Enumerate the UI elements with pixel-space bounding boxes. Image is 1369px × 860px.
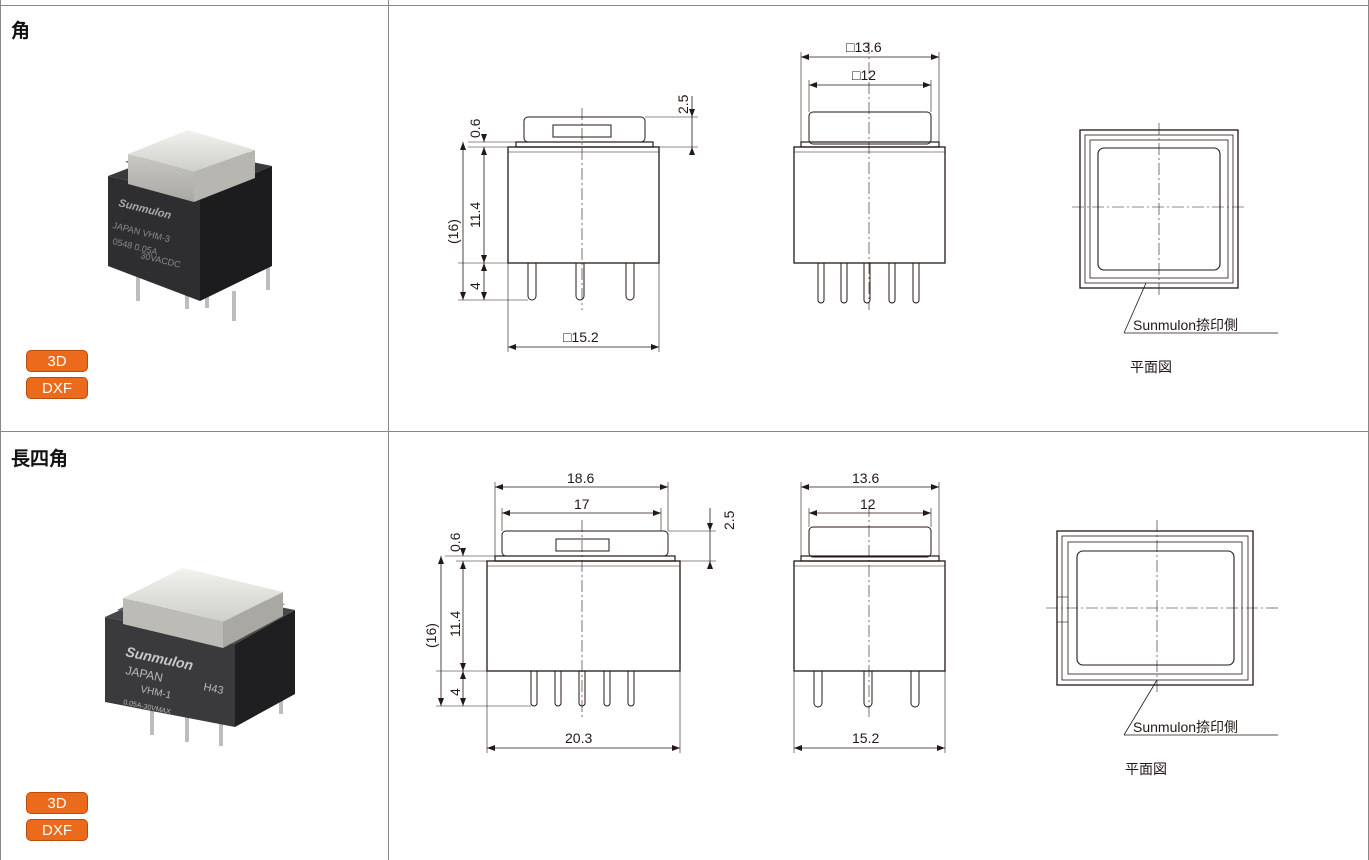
side-view-rectangle	[793, 482, 946, 753]
dim-label: 15.2	[852, 730, 879, 746]
dim-label: (16)	[423, 623, 439, 648]
svg-text:H43: H43	[202, 681, 224, 697]
plan-view-label: 平面図	[1125, 761, 1167, 777]
dxf-button[interactable]: DXF	[26, 819, 88, 841]
dim-label: 4	[467, 282, 483, 290]
dim-label: 0.6	[467, 118, 483, 138]
dim-label: □12	[852, 67, 876, 83]
product-photo-rectangle: Sunmulon JAPAN H43 VHM-1 0.05A-30VMAX	[105, 568, 295, 746]
dim-label: 11.4	[447, 611, 463, 637]
dim-label: 2.5	[675, 94, 691, 114]
front-view-square	[458, 96, 698, 352]
front-view-rectangle	[436, 482, 716, 753]
plan-view-square	[1072, 123, 1278, 334]
plan-view-rectangle	[1046, 520, 1278, 736]
drawing-square: 0.6 11.4 4 (16) 2.5 □15.2 □13.6 □12 Sunm…	[445, 39, 1278, 375]
side-mark-label: Sunmulon捺印側	[1133, 719, 1238, 735]
3d-button[interactable]: 3D	[26, 792, 88, 814]
dim-label: 4	[447, 688, 463, 696]
dim-label: □15.2	[563, 329, 599, 345]
side-view-square	[793, 42, 946, 310]
dxf-button[interactable]: DXF	[26, 377, 88, 399]
dim-label: 0.6	[447, 532, 463, 552]
dim-arrows	[460, 54, 939, 350]
row-rectangle: 長四角 Sunmulon JAPAN H43 VHM-1 0.05A-30VMA…	[0, 432, 388, 860]
dim-arrows	[438, 484, 945, 751]
dim-label: □13.6	[846, 39, 882, 55]
dim-label: 20.3	[565, 730, 592, 746]
dim-label: 11.4	[467, 202, 483, 228]
row-title: 長四角	[11, 448, 69, 470]
product-photo-square: Sunmulon JAPAN VHM-3 0548 0.05A 30VACDC	[108, 130, 272, 321]
plan-view-label: 平面図	[1130, 359, 1172, 375]
dim-label: 13.6	[852, 470, 879, 486]
dim-label: 17	[574, 496, 590, 512]
dim-label: 12	[860, 496, 876, 512]
side-mark-label: Sunmulon捺印側	[1133, 317, 1238, 333]
row-square: 角 Sunmulon JAPAN VHM-3 0548 0.05A	[0, 6, 388, 431]
drawing-rectangle: 18.6 17 2.5 0.6 11.4 4 (16) 20.3 13.6 12…	[423, 470, 1278, 777]
dim-label: 18.6	[567, 470, 594, 486]
dim-label: (16)	[445, 219, 461, 244]
3d-button[interactable]: 3D	[26, 350, 88, 372]
dim-label: 2.5	[721, 510, 737, 530]
row-title: 角	[11, 20, 31, 42]
